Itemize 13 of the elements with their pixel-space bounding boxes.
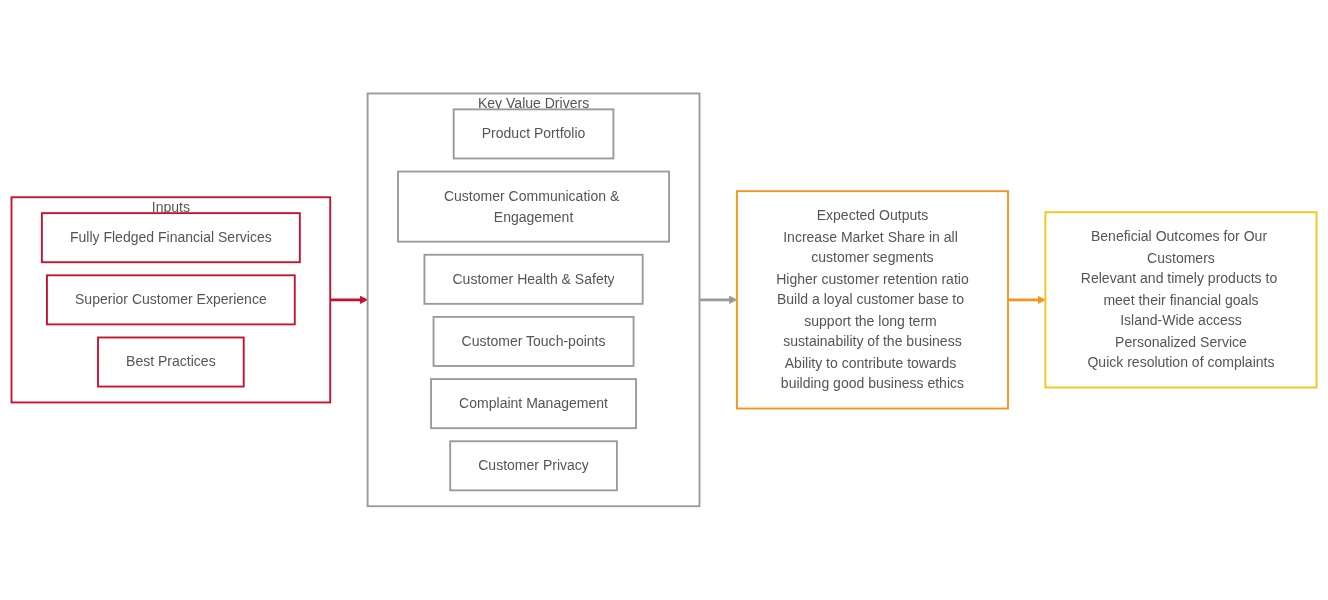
node-box: Product Portfolio bbox=[452, 108, 615, 160]
node-box: Complaint Management bbox=[430, 378, 637, 430]
node-box: Customer Health & Safety bbox=[423, 253, 644, 305]
arrow bbox=[1008, 295, 1046, 305]
node-box: Fully Fledged Financial Services bbox=[40, 212, 301, 264]
node-box: Customer Communication & Engagement bbox=[397, 170, 671, 243]
node-box: Customer Touch-points bbox=[432, 316, 635, 368]
node-box: Beneficial Outcomes for Our Customers Relevant and timely products to meet their financial goals Island-Wide access Personalized Service Quick resolution of complaints bbox=[1044, 211, 1318, 389]
arrow bbox=[330, 295, 368, 305]
node-box: Customer Privacy bbox=[449, 440, 618, 492]
node-box: Expected Outputs Increase Market Share in all customer segments Higher customer retention ratio Build a loyal customer base to support the long term sustainability of the business Ability to contribute towards building good business ethics bbox=[735, 190, 1009, 410]
node-box: Superior Customer Experience bbox=[46, 274, 296, 326]
node-box: Best Practices bbox=[97, 336, 245, 388]
